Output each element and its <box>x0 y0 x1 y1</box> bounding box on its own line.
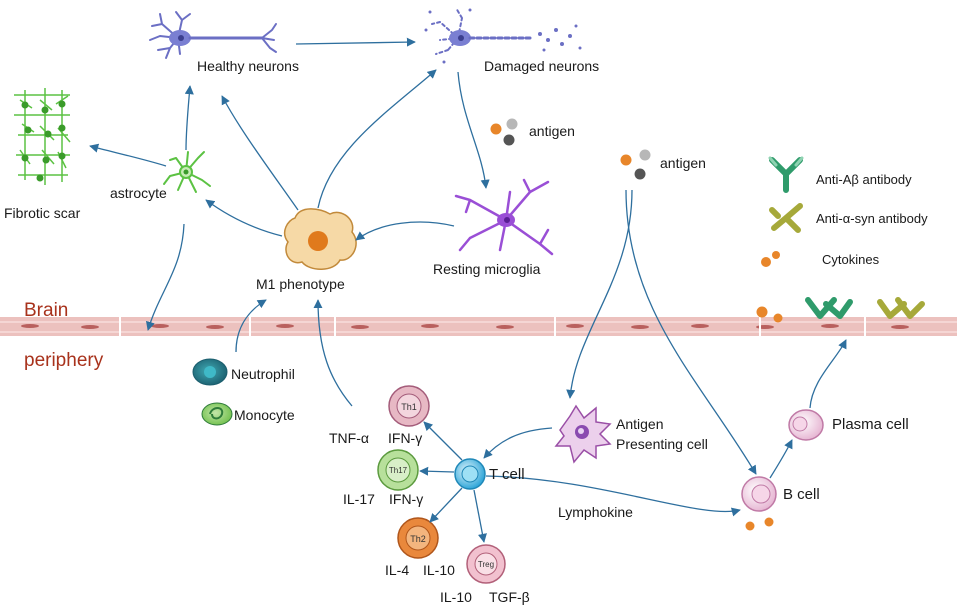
arrow-astrocyte-to-healthy <box>184 85 194 151</box>
barrier-asyn-antibody-icon <box>877 297 925 319</box>
arrow-bcell-to-plasma <box>769 439 793 479</box>
neutrophil-icon <box>192 358 228 386</box>
barrier-abeta-antibody-icon <box>805 297 853 319</box>
label-il10-2: IL-10 <box>440 589 472 605</box>
resting-microglia-icon <box>454 178 554 256</box>
arrow-tcell-to-th2 <box>429 487 463 523</box>
healthy-neuron-icon <box>149 11 277 59</box>
arrow-m1-to-healthy <box>221 95 299 211</box>
label-b-cell: B cell <box>783 486 820 503</box>
arrow-tnf-to-m1 <box>313 299 353 407</box>
arrow-m1-to-astrocyte <box>205 199 283 237</box>
arrow-neutrophil-to-m1 <box>235 299 267 353</box>
monocyte-icon <box>201 402 233 426</box>
arrow-antigen-to-bcell <box>625 189 757 475</box>
label-plasma-cell: Plasma cell <box>832 416 909 433</box>
th1-cell-icon <box>388 385 430 427</box>
legend-anti-abeta: Anti-Aβ antibody <box>816 172 912 187</box>
arrow-astrocyte-to-barrier <box>145 223 185 331</box>
arrow-tcell-to-treg <box>473 489 487 543</box>
arrow-m1-to-damaged <box>317 69 437 209</box>
label-il4: IL-4 <box>385 562 410 578</box>
arrow-microglia-to-m1 <box>355 221 455 241</box>
legend-cytokines: Cytokines <box>822 252 880 267</box>
cytokines-legend-icon <box>761 251 780 267</box>
legend-anti-asyn: Anti-α-syn antibody <box>816 211 928 226</box>
arrows <box>89 37 847 543</box>
plasma-cell-icon <box>788 409 824 441</box>
barrier-cytokines-icon <box>756 306 783 323</box>
t-cell-icon <box>454 458 486 490</box>
damaged-neuron-icon <box>424 7 582 64</box>
label-periphery: periphery <box>24 350 104 371</box>
anti-abeta-antibody-icon <box>768 156 804 193</box>
arrow-tcell-to-th17 <box>419 466 455 476</box>
label-tnf-alpha: TNF-α <box>329 430 369 446</box>
th17-tag: Th17 <box>389 466 408 475</box>
label-m1-phenotype: M1 phenotype <box>256 276 345 292</box>
th17-cell-icon <box>377 449 419 491</box>
label-il17: IL-17 <box>343 491 375 507</box>
arrow-damaged-to-microglia <box>457 71 490 189</box>
th1-tag: Th1 <box>401 402 417 412</box>
label-tgf-beta: TGF-β <box>489 589 530 605</box>
th2-cell-icon <box>397 517 439 559</box>
label-brain: Brain <box>24 300 69 321</box>
label-t-cell: T cell <box>489 466 525 483</box>
label-neutrophil: Neutrophil <box>231 366 295 382</box>
label-antigen-right: antigen <box>660 155 706 171</box>
th2-tag: Th2 <box>410 534 426 544</box>
label-il10-1: IL-10 <box>423 562 455 578</box>
arrow-astrocyte-to-scar <box>89 143 167 167</box>
label-ifn-gamma-2: IFN-γ <box>389 491 424 507</box>
arrow-apc-to-tcell <box>483 427 553 459</box>
antigen-cluster-top <box>490 118 518 146</box>
m1-microglia-icon <box>283 208 357 270</box>
label-fibrotic-scar: Fibrotic scar <box>4 205 81 221</box>
label-lymphokine: Lymphokine <box>558 504 633 520</box>
b-cell-icon <box>741 476 777 531</box>
label-monocyte: Monocyte <box>234 407 295 423</box>
label-resting-microglia: Resting microglia <box>433 261 541 277</box>
arrow-plasma-to-antibody <box>809 339 847 409</box>
astrocyte-icon <box>163 151 211 193</box>
label-apc-line2: Presenting cell <box>616 436 708 452</box>
arrow-tcell-to-th1 <box>423 421 463 461</box>
antigen-presenting-cell-icon <box>554 404 612 464</box>
arrow-tcell-to-bcell <box>485 475 741 517</box>
label-apc-line1: Antigen <box>616 416 664 432</box>
arrow-healthy-to-damaged <box>295 37 416 47</box>
label-ifn-gamma-1: IFN-γ <box>388 430 423 446</box>
label-antigen-top: antigen <box>529 123 575 139</box>
treg-cell-icon <box>466 544 506 584</box>
treg-tag: Treg <box>478 560 494 569</box>
blood-brain-barrier <box>0 317 957 336</box>
label-healthy-neurons: Healthy neurons <box>197 58 299 74</box>
label-damaged-neurons: Damaged neurons <box>484 58 600 74</box>
arrow-antigen-to-apc <box>566 189 633 399</box>
antigen-cluster-right <box>620 149 651 180</box>
label-astrocyte: astrocyte <box>110 185 167 201</box>
fibrotic-scar-icon <box>14 88 71 185</box>
anti-asyn-antibody-icon <box>769 203 803 233</box>
